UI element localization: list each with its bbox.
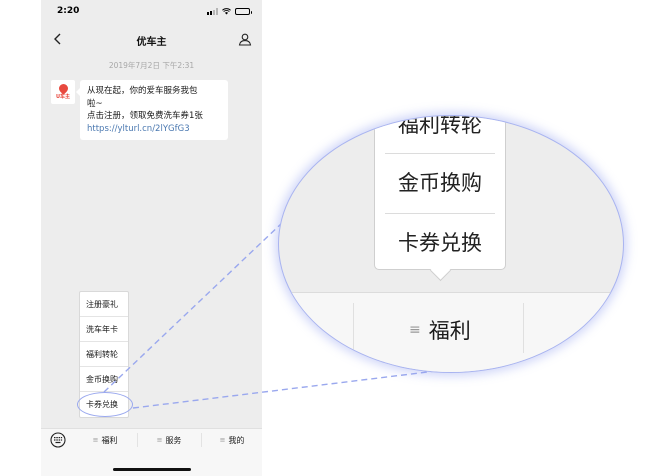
profile-icon[interactable] <box>238 32 252 46</box>
menu-divider <box>385 153 495 154</box>
tab-mine[interactable]: ≡ 我的 <box>202 429 262 451</box>
menu-divider <box>385 213 495 214</box>
phone-screen: 2:20 优车主 2019年7月2日 下午2:31 U车主 从现在起，你的 <box>41 0 262 476</box>
wifi-icon <box>222 8 231 15</box>
menu-item-register-gift[interactable]: 注册豪礼 <box>80 292 128 317</box>
magnified-tab-label: 福利 <box>428 319 471 343</box>
battery-icon <box>235 8 252 15</box>
tab-divider <box>523 303 524 353</box>
message-link[interactable]: https://ylturl.cn/2lYGfG3 <box>87 123 190 134</box>
zoom-magnifier: 福利转轮 金币换购 卡券兑换 ≡ 福利 <box>278 115 624 373</box>
menu-lines-icon: ≡ <box>92 436 99 444</box>
message-line: 点击注册，领取免费洗车券1张 <box>87 111 203 121</box>
magnified-menu-item-lucky-wheel: 福利转轮 <box>398 115 482 137</box>
tab-welfare[interactable]: ≡ 福利 <box>75 429 135 451</box>
status-bar: 2:20 <box>41 0 262 24</box>
status-icons <box>207 8 252 15</box>
nav-bar: 优车主 <box>41 26 262 54</box>
status-time: 2:20 <box>57 6 80 16</box>
message-line: 啦~ <box>87 98 103 109</box>
menu-lines-icon: ≡ <box>409 322 421 338</box>
avatar-logo: U车主 <box>55 94 71 100</box>
tab-divider <box>137 433 138 447</box>
menu-item-lucky-wheel[interactable]: 福利转轮 <box>80 342 128 367</box>
tab-divider <box>201 433 202 447</box>
message-line: 从现在起，你的爱车服务我包 <box>87 86 198 96</box>
magnified-bottom-bar: ≡ 福利 <box>279 292 623 372</box>
focus-highlight-ring <box>77 392 133 417</box>
tab-service[interactable]: ≡ 服务 <box>139 429 199 451</box>
message-bubble: 从现在起，你的爱车服务我包 啦~ 点击注册，领取免费洗车券1张 https://… <box>76 80 228 140</box>
bottom-menu-bar: ≡ 福利 ≡ 服务 ≡ 我的 <box>41 428 262 476</box>
tab-label: 我的 <box>228 435 245 445</box>
magnified-popup-menu: 福利转轮 金币换购 卡券兑换 <box>374 115 506 270</box>
menu-lines-icon: ≡ <box>219 436 226 444</box>
signal-icon <box>207 8 218 15</box>
nav-title: 优车主 <box>136 37 167 48</box>
menu-item-car-wash-card[interactable]: 洗车年卡 <box>80 317 128 342</box>
magnified-menu-item-coin-exchange: 金币换购 <box>398 171 482 195</box>
keyboard-icon <box>279 309 309 349</box>
back-icon[interactable] <box>51 32 65 46</box>
magnified-menu-item-coupon-redeem: 卡券兑换 <box>398 231 482 255</box>
tab-divider <box>353 303 354 353</box>
tab-label: 福利 <box>101 435 118 445</box>
chat-timestamp: 2019年7月2日 下午2:31 <box>108 61 195 70</box>
menu-lines-icon: ≡ <box>156 436 163 444</box>
keyboard-icon[interactable] <box>50 432 66 448</box>
tab-label: 服务 <box>165 435 182 445</box>
magnified-tab-welfare: ≡ 福利 <box>409 315 471 345</box>
home-indicator[interactable] <box>113 468 191 471</box>
avatar[interactable]: U车主 <box>51 80 75 104</box>
